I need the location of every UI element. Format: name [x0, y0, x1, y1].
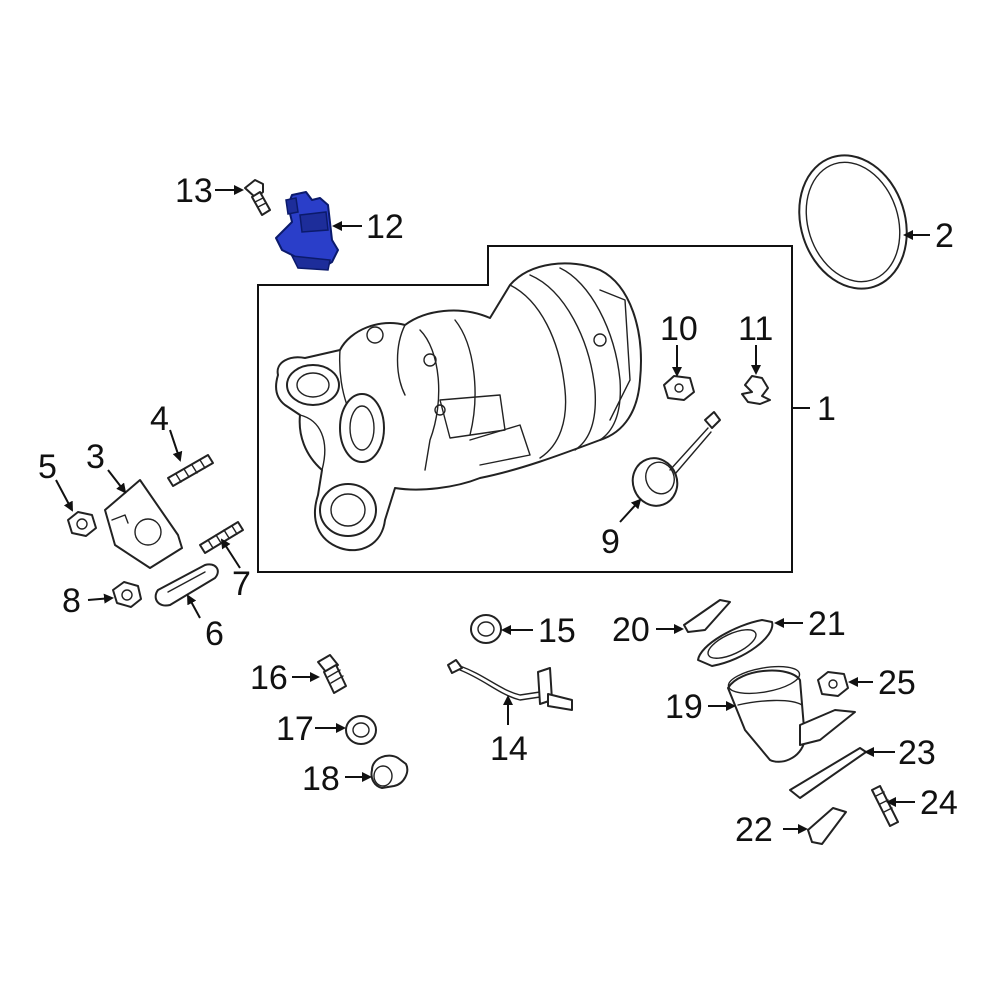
nut-25[interactable] — [817, 671, 849, 697]
nut-5[interactable] — [67, 511, 97, 537]
plug-18[interactable] — [370, 754, 409, 789]
callout-label-25: 25 — [878, 664, 916, 702]
shim-22[interactable] — [807, 807, 847, 845]
turbocharger-housing[interactable] — [275, 262, 642, 552]
callout-label-9: 9 — [601, 523, 620, 561]
heat-shield-plate[interactable] — [104, 479, 183, 569]
callout-label-11: 11 — [738, 310, 773, 348]
callout-label-23: 23 — [898, 734, 936, 772]
turbo-control-solenoid-highlighted[interactable] — [275, 191, 339, 271]
support-bracket-23[interactable] — [789, 747, 867, 799]
wastegate-actuator[interactable] — [626, 411, 721, 512]
callout-label-7: 7 — [232, 565, 251, 603]
callout-line-9 — [619, 498, 642, 523]
stud-4[interactable] — [167, 454, 214, 487]
callout-label-12: 12 — [366, 208, 404, 246]
callout-label-14: 14 — [490, 730, 528, 768]
callout-line-8 — [87, 593, 114, 604]
gasket-strip-20[interactable] — [683, 599, 731, 633]
callout-label-1: 1 — [817, 390, 836, 428]
callout-line-7 — [220, 538, 241, 569]
flange-gasket-21[interactable] — [697, 619, 774, 667]
bolt-13[interactable] — [244, 179, 271, 216]
callout-line-4 — [169, 429, 183, 462]
exhaust-connector-pipe[interactable] — [726, 662, 856, 763]
callout-label-4: 4 — [150, 400, 169, 438]
nut-8[interactable] — [112, 581, 142, 608]
callout-label-19: 19 — [665, 688, 703, 726]
callout-label-22: 22 — [735, 811, 773, 849]
assembly-frame — [257, 245, 793, 573]
callout-label-18: 18 — [302, 760, 340, 798]
seal-ring-17[interactable] — [345, 715, 377, 745]
callout-label-8: 8 — [62, 582, 81, 620]
gasket-ring[interactable] — [783, 141, 924, 302]
slotted-bracket[interactable] — [154, 563, 219, 607]
callout-label-6: 6 — [205, 615, 224, 653]
stud-24[interactable] — [871, 785, 899, 827]
callout-label-10: 10 — [660, 310, 698, 348]
callout-label-16: 16 — [250, 659, 288, 697]
retaining-clip[interactable] — [741, 375, 771, 405]
callout-label-13: 13 — [175, 172, 213, 210]
oil-feed-pipe[interactable] — [447, 659, 573, 711]
callout-line-5 — [55, 479, 73, 512]
callout-label-21: 21 — [808, 605, 846, 643]
callout-label-20: 20 — [612, 611, 650, 649]
callout-label-2: 2 — [935, 217, 954, 255]
washer-15[interactable] — [470, 614, 502, 644]
callout-label-5: 5 — [38, 448, 57, 486]
callout-label-15: 15 — [538, 612, 576, 650]
callout-line-3 — [107, 469, 127, 494]
callout-label-24: 24 — [920, 784, 958, 822]
callout-label-17: 17 — [276, 710, 314, 748]
stud-7[interactable] — [199, 521, 244, 554]
callout-line-6 — [187, 594, 201, 619]
nut-10[interactable] — [663, 375, 695, 401]
callout-label-3: 3 — [86, 438, 105, 476]
banjo-fitting-16[interactable] — [317, 654, 347, 694]
